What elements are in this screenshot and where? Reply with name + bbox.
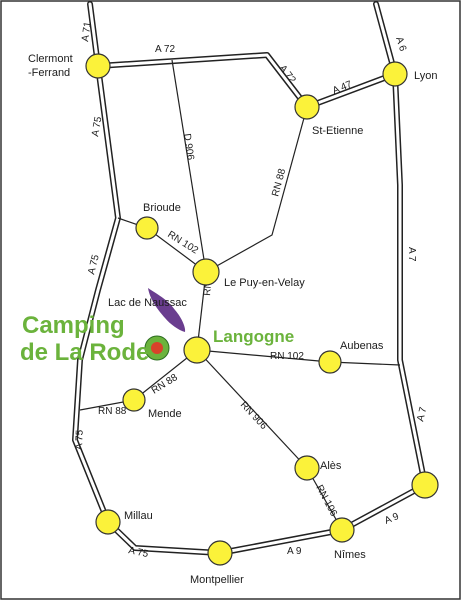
label-d906: D 906 (181, 133, 196, 161)
lake-naussac (148, 288, 186, 332)
town-aubenas (318, 350, 342, 374)
towns (85, 53, 439, 566)
town-montpellier (207, 540, 233, 566)
label-lyon: Lyon (414, 70, 437, 82)
label-aubenas: Aubenas (340, 340, 384, 352)
label-millau: Millau (124, 510, 153, 522)
label-mende: Mende (148, 408, 182, 420)
label-montpellier: Montpellier (190, 574, 244, 586)
label-rn102-east: RN 102 (270, 351, 304, 362)
label-a9-west: A 9 (287, 546, 302, 557)
town-mende (122, 388, 146, 412)
campsite-label-line2: de La Rode (20, 339, 149, 366)
label-a75-lower: A 75 (74, 429, 86, 450)
label-rn88-north: RN 88 (270, 167, 288, 198)
campsite-marker (144, 335, 170, 361)
road-d906 (171, 59, 207, 273)
label-le-puy: Le Puy-en-Velay (224, 277, 305, 289)
town-nimes (329, 517, 355, 543)
label-a75-mid: A 75 (86, 253, 102, 276)
label-rn88-mende-west: RN 88 (98, 406, 127, 417)
town-clermont-ferrand (85, 53, 111, 79)
label-rn106: RN 106 (313, 483, 339, 518)
label-a72-west: A 72 (155, 44, 175, 55)
road-a72-west (96, 53, 309, 109)
road-a7 (340, 72, 427, 532)
label-rn906: RN 906 (238, 400, 269, 433)
road-a7-outline (339, 71, 428, 533)
label-a71: A 71 (80, 21, 94, 43)
town-millau (95, 509, 121, 535)
road-rn906 (196, 349, 308, 469)
town-lyon (382, 61, 408, 87)
label-a7-lower: A 7 (415, 406, 429, 423)
label-a9-east: A 9 (383, 511, 401, 527)
town-brioude (135, 216, 159, 240)
label-ales: Alès (320, 460, 342, 472)
town-le-puy (192, 258, 220, 286)
road-rn88-north (205, 106, 308, 273)
label-nimes: Nîmes (334, 549, 366, 561)
label-clermont-1: Clermont (28, 53, 73, 65)
road-labels: A 71 A 72 A 72 A 47 A 6 A 75 A 75 A 75 A… (74, 21, 430, 561)
label-a75-upper: A 75 (90, 115, 104, 137)
town-a7-junction (411, 471, 439, 499)
label-brioude: Brioude (143, 202, 181, 214)
town-langogne (183, 336, 211, 364)
campsite-label: Camping de La Rode (20, 312, 149, 366)
road-a75-outline (72, 63, 345, 556)
campsite-label-line1: Camping (22, 312, 125, 339)
city-labels: Clermont -Ferrand Lyon St-Etienne Brioud… (28, 53, 437, 586)
label-a75-south: A 75 (127, 545, 149, 560)
label-langogne: Langogne (213, 327, 294, 346)
label-a7-upper: A 7 (406, 247, 417, 262)
town-st-etienne (294, 94, 320, 120)
label-st-etienne: St-Etienne (312, 125, 363, 137)
road-a75 (73, 64, 344, 555)
town-ales (294, 455, 320, 481)
label-lac-naussac: Lac de Naussac (108, 297, 187, 309)
label-clermont-2: -Ferrand (28, 67, 70, 79)
road-a47 (305, 72, 397, 109)
label-rn102-north: RN 102 (165, 229, 200, 257)
label-a6: A 6 (393, 36, 408, 54)
motorways (72, 1, 428, 556)
